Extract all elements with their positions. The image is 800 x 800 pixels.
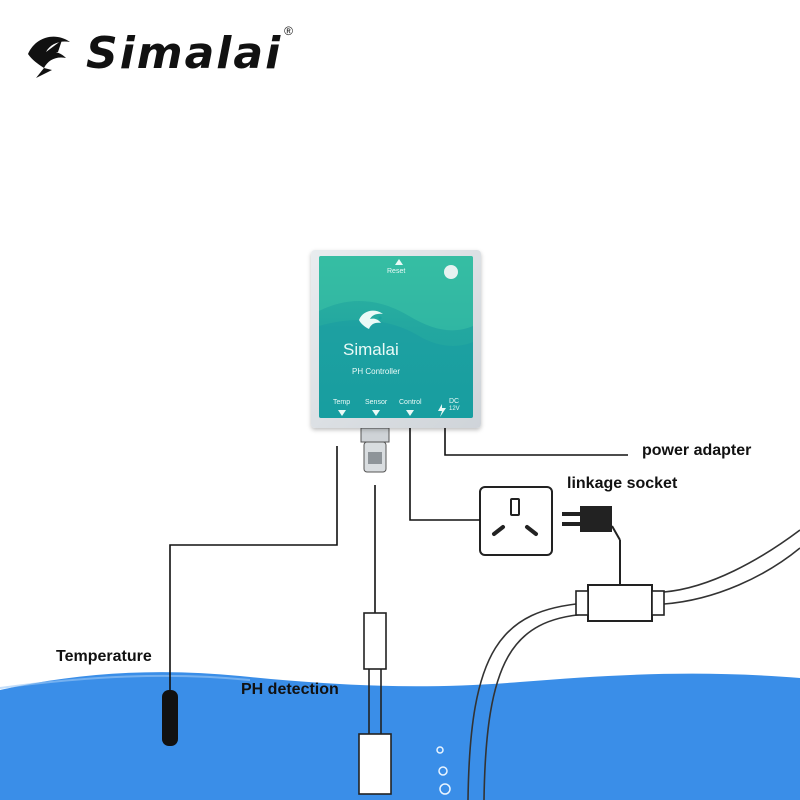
device-wave-graphic bbox=[319, 256, 473, 418]
bnc-connector bbox=[360, 427, 390, 443]
label-power-adapter: power adapter bbox=[642, 442, 752, 459]
label-linkage-socket: linkage socket bbox=[567, 475, 678, 492]
device-model-label: PH Controller bbox=[352, 367, 401, 376]
hose-left bbox=[467, 602, 587, 800]
port-label-dc-voltage: 12V bbox=[449, 406, 460, 412]
bubble bbox=[439, 783, 451, 795]
bubble bbox=[436, 746, 444, 754]
label-temperature: Temperature bbox=[56, 648, 152, 665]
bubble bbox=[438, 766, 448, 776]
temperature-probe bbox=[162, 690, 178, 746]
hose-left bbox=[483, 613, 587, 800]
socket-icon bbox=[479, 486, 553, 556]
label-ph-detection: PH detection bbox=[241, 681, 339, 698]
hose-right bbox=[663, 547, 800, 605]
control-wire bbox=[409, 428, 480, 521]
hose-right bbox=[663, 529, 800, 593]
brand-name: Simalai bbox=[86, 27, 283, 79]
port-label-temp: Temp bbox=[333, 399, 351, 406]
brand-logo: Simalai ® bbox=[22, 18, 293, 88]
fish-logo-icon bbox=[359, 310, 383, 329]
device-brand-name: Simalai bbox=[343, 340, 399, 359]
plug-icon bbox=[580, 506, 612, 532]
solenoid-valve bbox=[587, 584, 653, 622]
ph-probe bbox=[363, 612, 387, 670]
fish-logo-icon bbox=[28, 36, 70, 78]
registered-mark: ® bbox=[284, 24, 294, 38]
reset-label: Reset bbox=[387, 268, 406, 275]
power-wire bbox=[444, 428, 628, 456]
ph-controller-device: Reset Simalai PH Controller Temp Sensor … bbox=[311, 250, 481, 428]
temperature-wire bbox=[169, 446, 338, 690]
reset-button-dot bbox=[444, 265, 458, 279]
port-label-dc: DC bbox=[449, 398, 460, 405]
water-surface bbox=[0, 672, 800, 800]
device-face: Reset Simalai PH Controller Temp Sensor … bbox=[319, 256, 473, 418]
port-label-sensor: Sensor bbox=[365, 399, 388, 406]
port-label-control: Control bbox=[399, 399, 422, 406]
